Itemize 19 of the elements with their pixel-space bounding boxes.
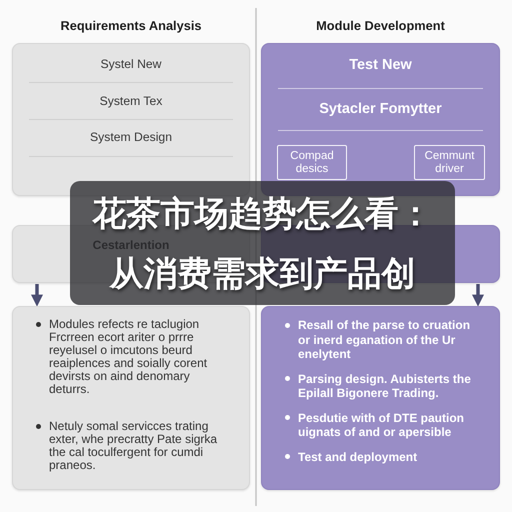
arrow	[31, 284, 43, 307]
column-heading: Module Development	[316, 17, 445, 34]
list-item: Systel New	[100, 56, 162, 73]
outlined-label: Compad desics	[277, 145, 347, 180]
list-item: Test New	[349, 56, 412, 74]
bullet-text: Netuly somal servicces trating exter, whe precratty Pate sigrka the cal toculfergent for cumdi praneos.	[49, 420, 218, 472]
list-item: System Tex	[100, 93, 162, 110]
panel	[12, 306, 250, 490]
panel	[261, 306, 500, 490]
list-item: Sytacler Fomytter	[319, 100, 442, 118]
bullet-text: Test and deployment	[298, 450, 418, 464]
bullet-text: Parsing design. Aubisterts the Epilall Bigonere Trading.	[298, 372, 472, 400]
bullet-text: Resall of the parse to cruation or inerd eganation of the Ur enelytent	[298, 318, 472, 362]
bullet-text: Pesdutie with of DTE paution uignats of and or apersible	[298, 410, 465, 440]
list-item: System Design	[90, 129, 172, 146]
arrow	[472, 284, 484, 307]
outlined-label: Cemmunt driver	[414, 145, 485, 180]
bullet-text: Modules refects re taclugion Frcrreen ecort ariter o prrre reyelusel o imcutons beurd reaiplences and soially corent devirsts on aind denomary deturrs.	[49, 318, 208, 396]
column-heading: Requirements Analysis	[60, 17, 202, 34]
